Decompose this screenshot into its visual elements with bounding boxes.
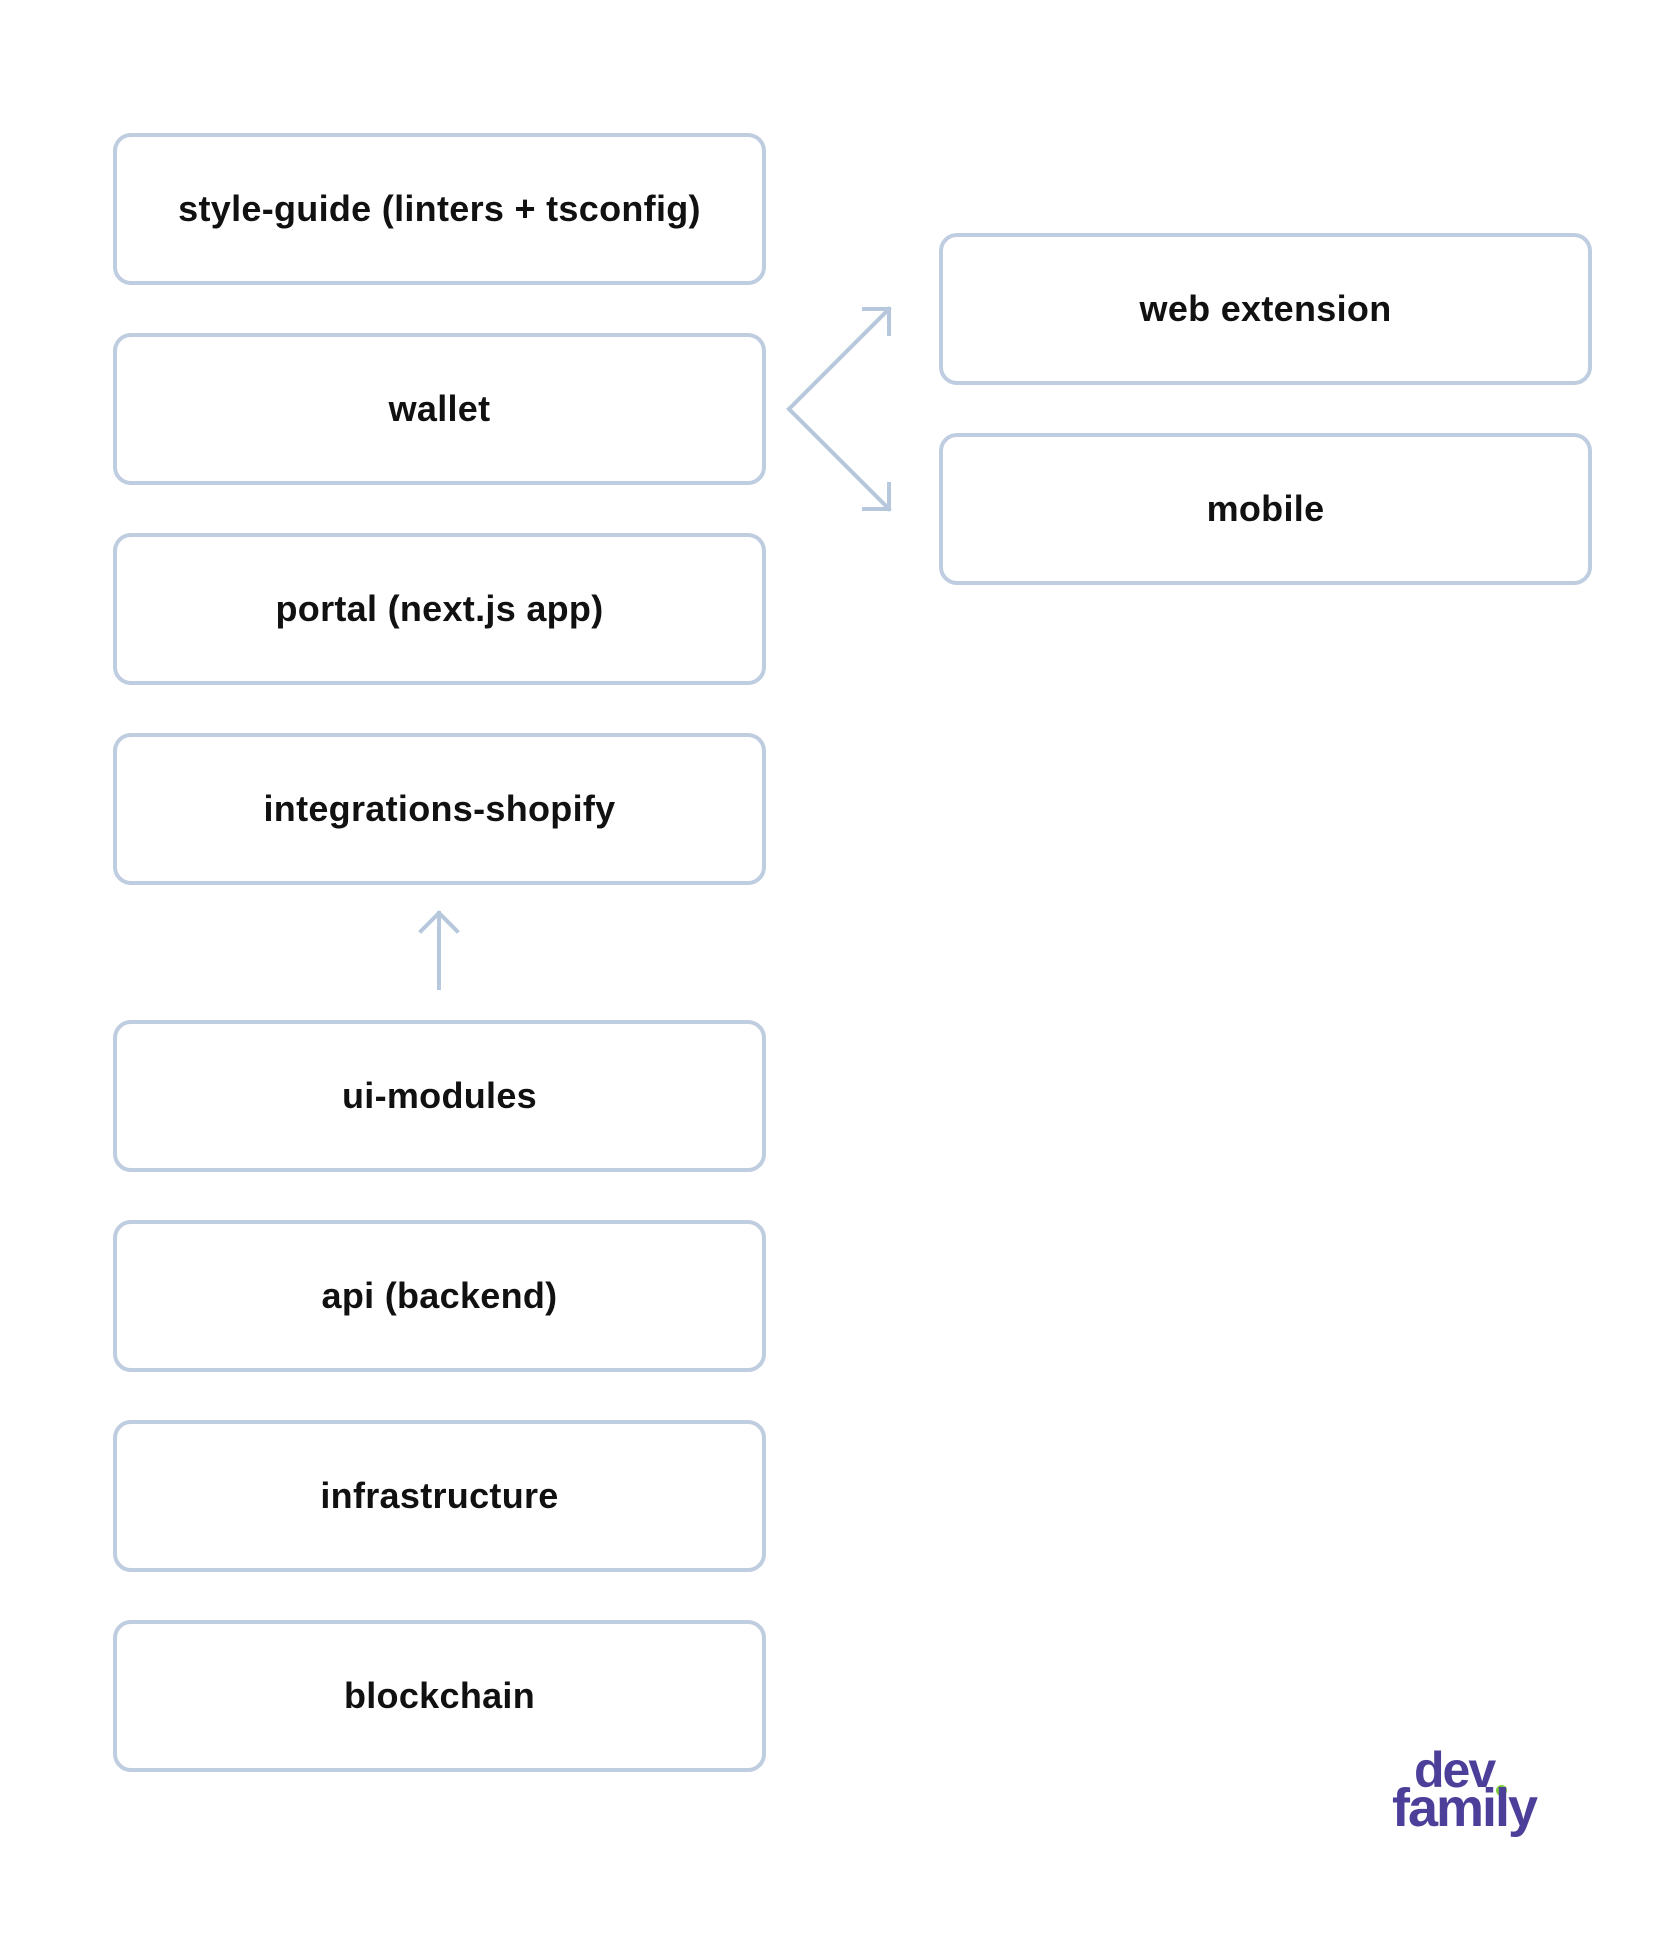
arrow-wallet-to-web-extension — [786, 306, 892, 412]
node-label: web extension — [1139, 288, 1392, 329]
node-integrations-shopify: integrations-shopify — [113, 733, 766, 885]
node-ui-modules: ui-modules — [113, 1020, 766, 1172]
node-label: portal (next.js app) — [275, 588, 604, 629]
node-api: api (backend) — [113, 1220, 766, 1372]
node-label: api (backend) — [321, 1275, 558, 1316]
logo-dot-icon — [1496, 1785, 1507, 1796]
logo-text-dev: dev — [1414, 1742, 1496, 1798]
node-label: wallet — [388, 388, 491, 429]
node-label: mobile — [1206, 488, 1325, 529]
node-mobile: mobile — [939, 433, 1592, 585]
node-label: infrastructure — [320, 1475, 559, 1516]
node-infrastructure: infrastructure — [113, 1420, 766, 1572]
node-wallet: wallet — [113, 333, 766, 485]
arrow-wallet-to-mobile — [786, 406, 892, 512]
arrow-ui-modules-to-integrations-shopify — [418, 910, 460, 990]
node-label: blockchain — [343, 1675, 536, 1716]
node-web-extension: web extension — [939, 233, 1592, 385]
node-blockchain: blockchain — [113, 1620, 766, 1772]
node-label: style-guide (linters + tsconfig) — [178, 188, 701, 229]
node-label: integrations-shopify — [263, 788, 616, 829]
node-style-guide: style-guide (linters + tsconfig) — [113, 133, 766, 285]
logo-text-family: family — [1392, 1778, 1538, 1838]
node-label: ui-modules — [341, 1075, 537, 1116]
dev-family-logo: dev family — [1392, 1745, 1562, 1845]
node-portal: portal (next.js app) — [113, 533, 766, 685]
